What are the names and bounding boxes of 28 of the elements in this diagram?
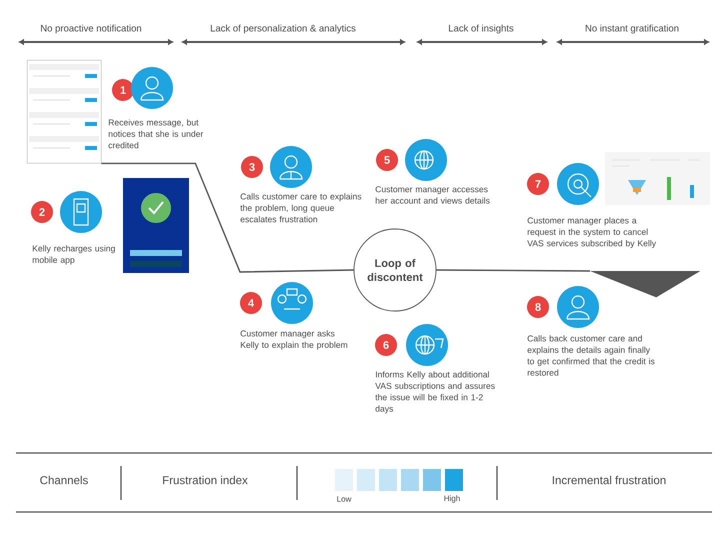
step-badge: 8: [527, 296, 549, 318]
category-label: Incremental frustration: [552, 476, 666, 484]
step-badge: 7: [527, 173, 549, 195]
step-description: Receives message, but notices that she is under credited: [108, 119, 204, 148]
step-badge: 4: [240, 292, 262, 314]
step-description: Informs Kelly about additional VAS subscriptions and assures the issue will be fixed in 1-2 days: [375, 371, 495, 414]
category-label: Frustration index: [163, 476, 248, 484]
step-description: Customer manager places a request in the system to cancel VAS services subscribed by Kelly: [527, 217, 656, 248]
step-description: Kelly recharges using mobile app: [32, 245, 115, 265]
screenshot-drawing: [27, 60, 102, 164]
step-description: Customer manager asks Kelly to explain the problem: [240, 330, 348, 350]
journey-line: [436, 269, 590, 272]
step-badge: 2: [31, 201, 53, 223]
step-description: Calls back customer care and explains the details again finally to get confirmed that the credit is restored: [527, 335, 654, 376]
journey-line: [101, 162, 354, 273]
scale-label: Low: [337, 496, 352, 502]
phase-heading: No instant gratification: [586, 24, 678, 34]
wedge-marker: [590, 271, 700, 298]
step-badge: 5: [376, 149, 398, 171]
phase-heading: Lack of personalization & analytics: [210, 24, 356, 34]
category-label: Channels: [40, 476, 88, 484]
step-badge: 6: [375, 334, 397, 356]
step-description: Customer manager accesses her account and views details: [376, 186, 490, 204]
phase-heading: Lack of insights: [449, 24, 514, 34]
scale-label: High: [444, 495, 460, 503]
step-badge: 3: [241, 156, 263, 178]
phase-heading: No proactive notification: [41, 24, 142, 34]
step-description: Calls customer care to explains the problem, long queue escalates frustration: [240, 193, 362, 222]
